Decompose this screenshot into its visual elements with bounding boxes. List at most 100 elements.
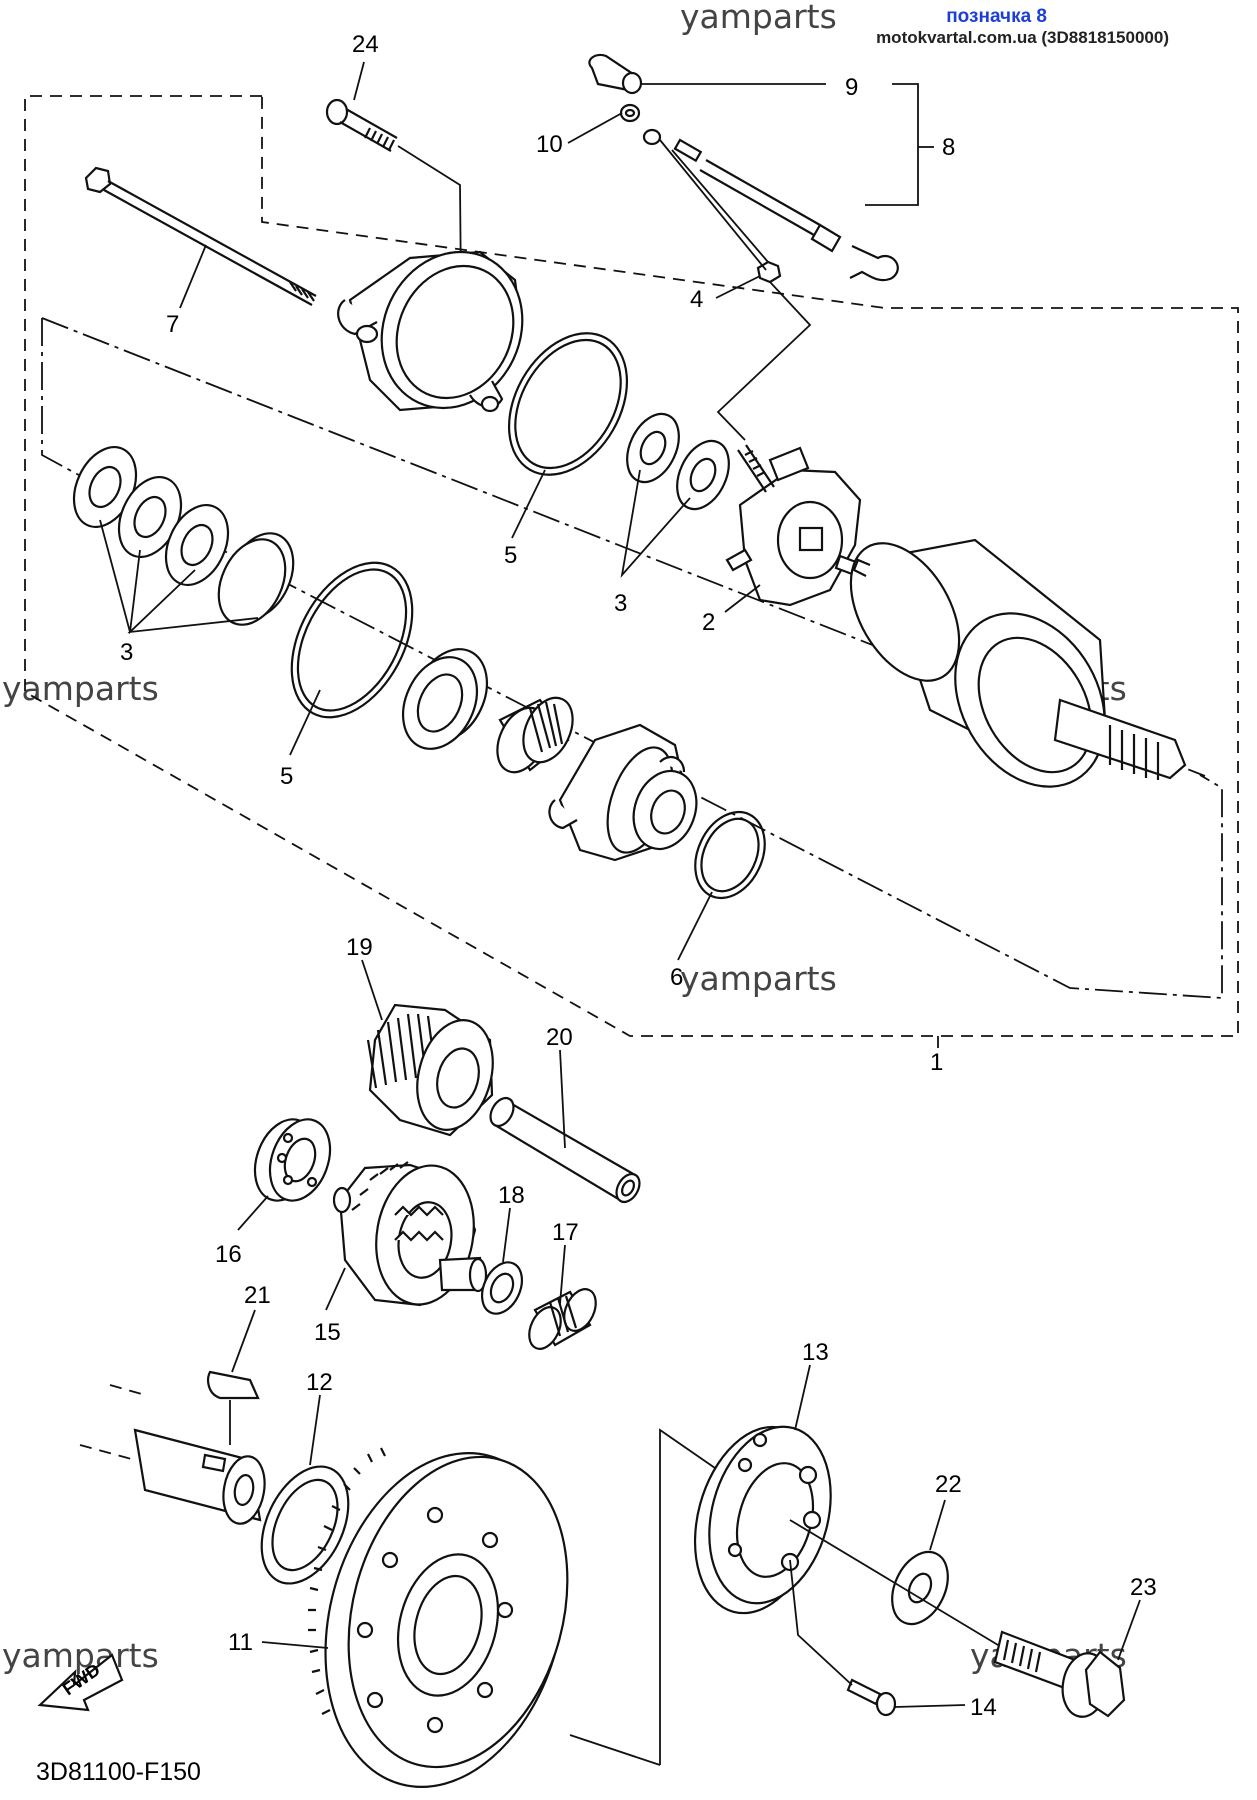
terminal-stud [737,444,775,493]
callout-14: 14 [970,1694,997,1721]
rear-cover [337,250,524,413]
leader-21 [231,1309,256,1373]
watermark-left-bottom: yamparts [2,1636,159,1675]
callout-1: 1 [930,1049,943,1076]
brush-holder [725,446,862,607]
callout-3-upper: 3 [614,590,627,617]
one-way-clutch [693,1425,832,1615]
o-ring-upper [507,332,629,476]
leader-20 [559,1049,566,1149]
leader-12 [309,1394,321,1466]
callout-12: 12 [306,1369,333,1396]
ring-gear [308,1447,569,1788]
leader-3-lower [99,519,259,635]
wire-brush-holder [716,281,812,441]
callout-21: 21 [244,1282,271,1309]
leader-17 [559,1244,566,1305]
washer-upper-b [676,439,730,511]
small-screw [846,1678,897,1717]
clutch-ring-gear-link [659,1428,716,1765]
callout-7: 7 [166,311,179,338]
through-bolt [84,166,317,306]
leader-5-upper [511,469,546,539]
flange-bolt [993,1630,1126,1718]
leader-4 [715,275,761,299]
leader-22 [929,1499,946,1551]
washer-lower-d [217,532,295,626]
axis-line-bolt [789,1519,999,1646]
callout-23: 23 [1130,1574,1157,1601]
motor-yoke [849,538,1187,788]
callout-15: 15 [314,1319,341,1346]
watermark-center: yamparts [680,959,837,998]
leader-10 [567,112,623,144]
callout-20: 20 [546,1024,573,1051]
leader-7 [179,244,207,309]
leader-8-bracket [865,83,919,206]
lead-wire [588,53,899,282]
header-badge: позначка 8 [946,6,1047,27]
leader-23 [1117,1599,1141,1661]
watermark-top: yamparts [680,0,837,36]
crankshaft-end [133,1428,266,1525]
idle-gear [366,1003,494,1137]
watermark-left-mid: yamparts [2,669,159,708]
callout-4: 4 [690,286,703,313]
leader-5-lower [289,689,321,756]
callout-22: 22 [935,1471,962,1498]
washer-18 [480,1261,524,1315]
washer-lower-a [72,446,138,528]
leader-2 [724,584,761,613]
callout-18: 18 [498,1182,525,1209]
callout-9: 9 [845,74,858,101]
washer-12 [260,1465,350,1585]
leader-14 [894,1704,966,1708]
starter-clutch [332,1161,488,1307]
header-site: motokvartal.com.ua (3D8818150000) [876,28,1169,47]
callout-11: 11 [228,1629,253,1656]
screw-24 [325,98,398,152]
callout-8: 8 [942,134,955,161]
leader-6 [677,891,713,961]
chain-line-main [41,317,1206,777]
o-ring-lower [290,561,414,719]
front-cover [548,723,698,862]
gear-shaft [489,1096,641,1204]
leader-wire-4a [671,149,769,263]
leader-11 [261,1641,329,1649]
leader-3-upper [620,469,691,578]
washer-lower-b [117,476,183,558]
callout-10: 10 [536,131,563,158]
leader-18 [502,1207,511,1263]
washer-upper-a [626,412,680,484]
leader-19 [361,959,383,1021]
chain-line-upper [41,318,1223,999]
leader-13 [794,1364,811,1431]
ball-bearing [253,1118,332,1202]
washer-22 [891,1550,949,1626]
callout-2: 2 [702,609,715,636]
callout-3-lower: 3 [120,639,133,666]
needle-bearing-upper [496,696,574,774]
callout-5-upper: 5 [504,542,517,569]
leader-wire-4b [659,139,767,271]
axis-line-screw [789,1559,853,1686]
washer-lower-c [164,504,230,586]
callout-16: 16 [215,1241,242,1268]
diagram-code: 3D81100-F150 [36,1758,201,1786]
ring-gear-link-bottom [569,1734,661,1766]
callout-24: 24 [352,31,379,58]
callout-6: 6 [670,964,683,991]
leader-16 [237,1195,269,1231]
leader-15 [325,1267,346,1311]
fwd-arrow-icon: FWD [37,1653,124,1712]
needle-bearing-17 [528,1288,597,1350]
o-ring-small [694,810,766,900]
crankshaft-hidden [79,1384,146,1461]
callout-19: 19 [346,934,373,961]
callout-13: 13 [802,1339,829,1366]
callout-5-lower: 5 [280,763,293,790]
woodruff-key [207,1370,260,1400]
callout-17: 17 [552,1219,579,1246]
